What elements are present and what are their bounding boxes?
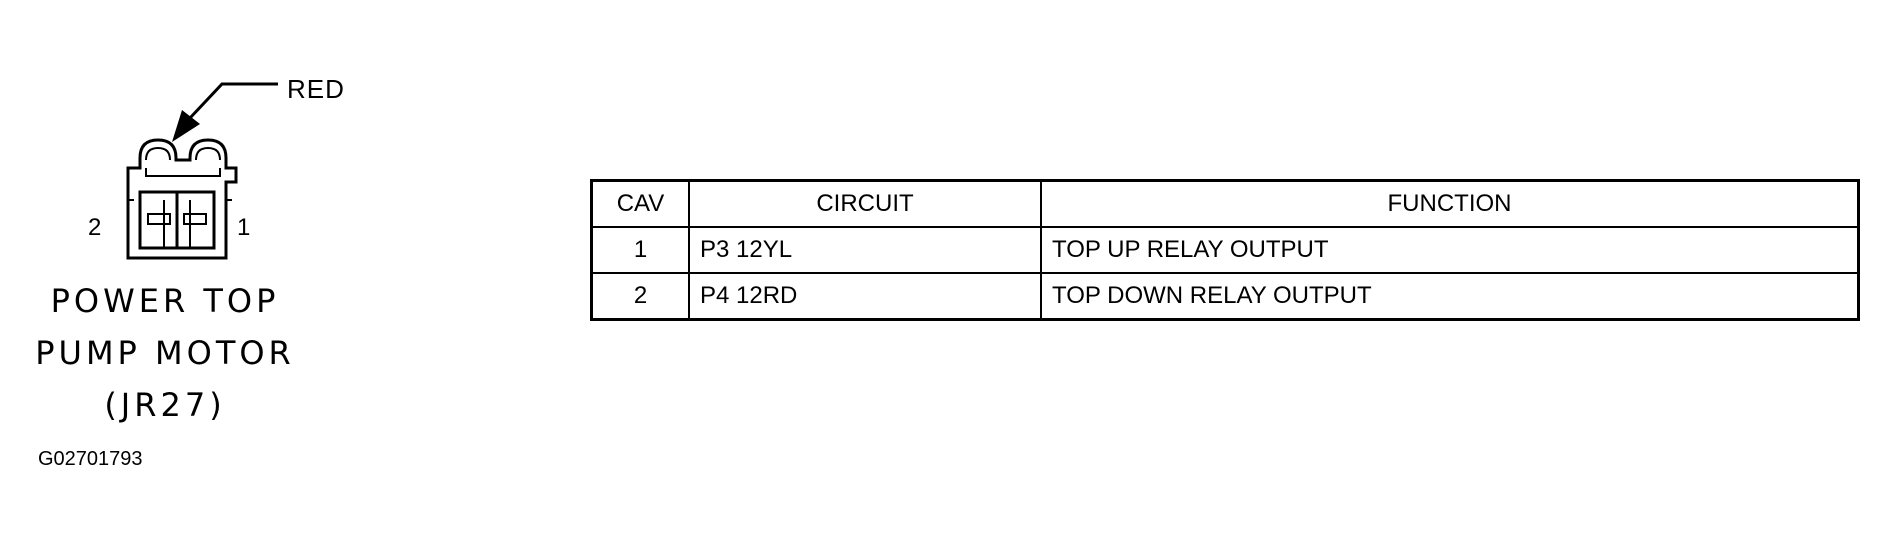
header-function: FUNCTION [1040,179,1860,228]
pin-label-right: 1 [237,214,251,241]
red-wire-arrow [172,110,200,142]
connector-name-line-2: PUMP MOTOR [35,334,295,372]
cell-cav: 2 [590,272,690,321]
cell-cav: 1 [590,226,690,274]
connector-latch-right-bump [195,146,221,161]
cell-circuit: P3 12YL [688,226,1042,274]
cell-function: TOP UP RELAY OUTPUT [1040,226,1860,274]
terminal-1 [183,213,207,225]
wire-color-label: RED [287,74,345,104]
connector-latch-left-bump [145,146,171,161]
pinout-table: CAV CIRCUIT FUNCTION 1 P3 12YL TOP UP RE… [590,179,1860,321]
connector-name-line-3: (JR27) [104,386,226,424]
header-cav: CAV [590,179,690,228]
connector-latch [145,168,221,177]
terminal-2 [147,213,171,225]
connector-name-line-1: POWER TOP [50,282,280,320]
connector-diagram [126,82,278,260]
table-row: 2 P4 12RD TOP DOWN RELAY OUTPUT [590,272,1860,321]
figure-id: G02701793 [38,448,143,470]
connector-body-outline [126,138,238,260]
red-wire-leader-line [188,82,278,120]
table-row: 1 P3 12YL TOP UP RELAY OUTPUT [590,226,1860,274]
header-circuit: CIRCUIT [688,179,1042,228]
table-header-row: CAV CIRCUIT FUNCTION [590,179,1860,228]
pin-label-left: 2 [88,214,102,241]
cell-circuit: P4 12RD [688,272,1042,321]
cell-function: TOP DOWN RELAY OUTPUT [1040,272,1860,321]
